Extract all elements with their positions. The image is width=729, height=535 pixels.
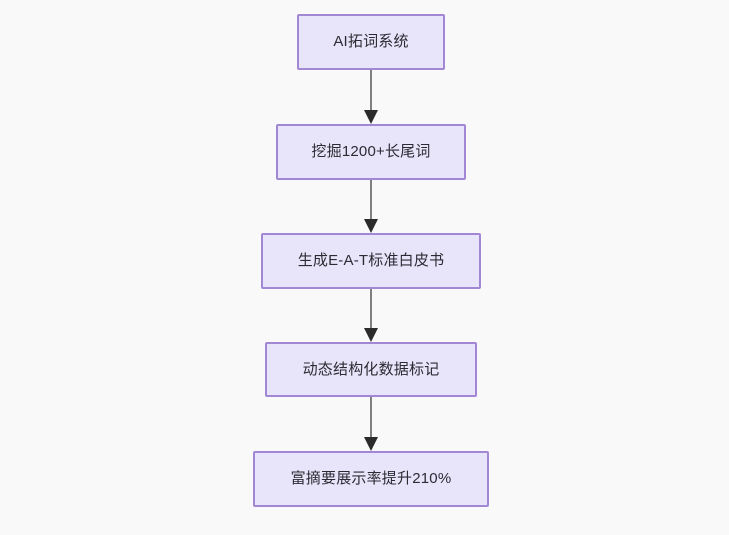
arrowhead-icon	[364, 437, 378, 451]
node-label: 富摘要展示率提升210%	[290, 470, 452, 487]
edge-n3-n4	[364, 289, 378, 342]
arrowhead-icon	[364, 110, 378, 124]
arrowhead-icon	[364, 328, 378, 342]
flowchart-node-generate-eat-whitepaper[interactable]: 生成E-A-T标准白皮书	[261, 233, 481, 289]
node-label: 挖掘1200+长尾词	[311, 143, 431, 160]
flowchart-node-rich-snippet-rate-increase[interactable]: 富摘要展示率提升210%	[253, 451, 489, 507]
flowchart-node-dynamic-structured-data-markup[interactable]: 动态结构化数据标记	[265, 342, 477, 397]
node-label: 生成E-A-T标准白皮书	[297, 252, 445, 269]
edge-n4-n5	[364, 397, 378, 451]
flowchart-node-mine-longtail-keywords[interactable]: 挖掘1200+长尾词	[276, 124, 466, 180]
arrowhead-icon	[364, 219, 378, 233]
edge-n2-n3	[364, 180, 378, 233]
edge-n1-n2	[364, 70, 378, 124]
node-label: AI拓词系统	[333, 33, 409, 50]
node-label: 动态结构化数据标记	[302, 360, 440, 378]
flowchart-node-ai-keyword-system[interactable]: AI拓词系统	[297, 14, 445, 70]
